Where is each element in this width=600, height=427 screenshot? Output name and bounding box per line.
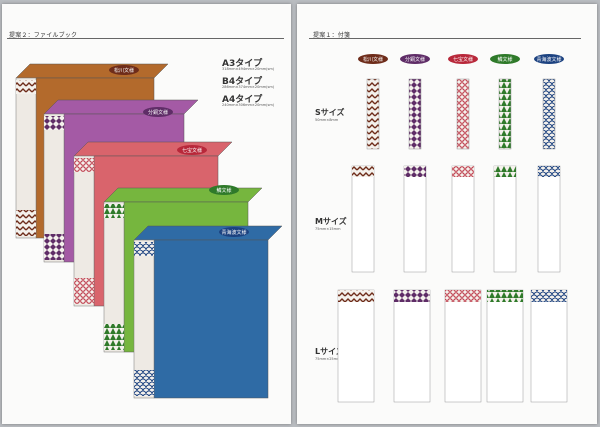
left-title-rule [7, 38, 284, 39]
pattern-badge-name: 松川文様 [363, 56, 383, 63]
book-pattern-name: 七宝文様 [182, 147, 202, 154]
book-pattern-name: 分銅文様 [148, 109, 168, 116]
sticky-notes-illustration: 松川文様 分銅文様 七宝文様 鱗文様 青海波文様 [337, 54, 568, 403]
sticky-note-m-1 [351, 165, 375, 273]
book-spine-pattern-bottom [44, 234, 64, 260]
sticky-note-l-head [487, 290, 523, 302]
sticky-note-l-1 [337, 289, 375, 403]
sticky-note-s-2 [408, 78, 422, 150]
pattern-badge-5: 青海波文様 [534, 54, 564, 64]
pattern-badge-3: 七宝文様 [448, 54, 478, 64]
pattern-badge-name: 分銅文様 [405, 56, 425, 63]
pattern-badge-name: 青海波文様 [536, 56, 561, 63]
book-spine-pattern-bottom [134, 370, 154, 396]
type-a3-spec: 318mm×494mm×20mm(sm) [222, 67, 275, 71]
pattern-badge-shape [448, 54, 478, 64]
book-spine-pattern-bottom [16, 210, 36, 236]
size-s-label: Sサイズ [315, 108, 345, 117]
sticky-note-m-head [538, 166, 560, 177]
sticky-note-proposal-sheet: 提案１：付箋 Sサイズ 50mm×8mm Mサイズ 75mm×15mm Lサイズ… [297, 4, 597, 424]
sticky-note-m-4 [493, 165, 517, 273]
sticky-note-m-head [494, 166, 516, 177]
sticky-note-m-3 [451, 165, 475, 273]
book-spine [43, 113, 65, 263]
book-spine-pattern-top [44, 116, 64, 130]
right-title-rule [309, 38, 581, 39]
book-spine-pattern-bottom [104, 324, 124, 350]
file-book-5: 青海波文様 [133, 225, 283, 399]
sticky-note-l-head [531, 290, 567, 302]
sticky-note-l-5 [530, 289, 568, 403]
book-spine-pattern-top [104, 204, 124, 218]
book-top [133, 225, 283, 241]
sticky-note-m-5 [537, 165, 561, 273]
book-cover [153, 239, 269, 399]
size-l-spec: 75mm×25mm [315, 357, 341, 361]
sticky-note-l-3 [444, 289, 482, 403]
book-spine [73, 155, 95, 307]
book-pattern-badge [209, 185, 239, 195]
sticky-note-m-head [452, 166, 474, 177]
pattern-badge-name: 七宝文様 [453, 56, 473, 63]
sticky-note-l-head [445, 290, 481, 302]
type-b4-label: B4タイプ [222, 77, 263, 87]
book-pattern-badge [143, 107, 173, 117]
sticky-note-m-head [404, 166, 426, 177]
book-pattern-badge [177, 145, 207, 155]
sticky-note-s-3 [456, 78, 470, 150]
type-b4-spec: 286mm×374mm×20mm(sm) [222, 85, 275, 89]
pattern-badge-2: 分銅文様 [400, 54, 430, 64]
size-m-spec: 75mm×15mm [315, 227, 341, 231]
book-top [43, 99, 199, 115]
book-pattern-badge [109, 65, 139, 75]
pattern-badge-4: 鱗文様 [490, 54, 520, 64]
book-pattern-name: 松川文様 [114, 67, 134, 74]
book-spine-pattern-bottom [74, 278, 94, 304]
right-sheet-title: 提案１：付箋 [313, 32, 351, 39]
book-spine-pattern-top [134, 242, 154, 256]
file-book-proposal-sheet: 提案２：ファイルブック A3タイプ 318mm×494mm×20mm(sm) B… [2, 4, 291, 424]
pattern-badge-shape [358, 54, 388, 64]
size-s-spec: 50mm×8mm [315, 118, 339, 122]
type-a4-label: A4タイプ [222, 95, 263, 105]
left-sheet-title: 提案２：ファイルブック [9, 32, 78, 39]
type-a4-spec: 240mm×306mm×20mm(sm) [222, 103, 275, 107]
size-l-label: Lサイズ [315, 347, 344, 356]
pattern-badge-shape [490, 54, 520, 64]
book-pattern-name: 青海波文様 [221, 229, 246, 236]
sticky-note-s-5 [542, 78, 556, 150]
pattern-badge-1: 松川文様 [358, 54, 388, 64]
sticky-note-m-head [352, 166, 374, 177]
book-spine [103, 201, 125, 353]
sticky-note-m-2 [403, 165, 427, 273]
book-spine [15, 77, 37, 239]
book-top [15, 63, 169, 79]
pattern-badge-name: 鱗文様 [497, 56, 512, 63]
sticky-note-l-head [338, 290, 374, 302]
book-spine-pattern-top [74, 158, 94, 172]
sticky-note-l-4 [486, 289, 524, 403]
sticky-note-l-2 [393, 289, 431, 403]
type-a3-label: A3タイプ [222, 59, 263, 69]
sticky-note-s-1 [366, 78, 380, 150]
book-spine-pattern-top [16, 80, 36, 94]
pattern-badge-shape [534, 54, 564, 64]
sticky-note-l-head [394, 290, 430, 302]
book-spine [133, 239, 155, 399]
sticky-note-s-4 [498, 78, 512, 150]
size-m-label: Mサイズ [315, 217, 347, 226]
book-pattern-badge [219, 227, 249, 237]
pattern-badge-shape [400, 54, 430, 64]
book-top [73, 141, 233, 157]
book-pattern-name: 鱗文様 [216, 187, 231, 194]
